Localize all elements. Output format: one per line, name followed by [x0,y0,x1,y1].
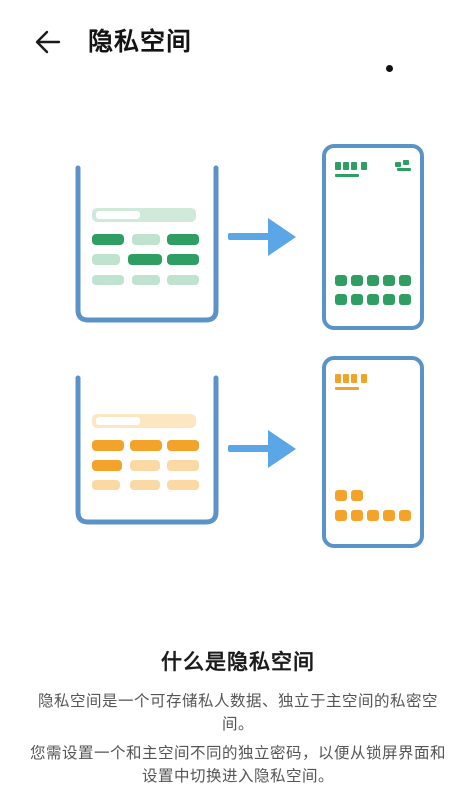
main-space-container [75,165,219,323]
arrow-right-icon [228,430,296,468]
description: 隐私空间是一个可存储私人数据、独立于主空间的私密空间。 您需设置一个和主空间不同… [24,690,452,788]
arrow-right-icon [228,218,296,256]
main-phone [322,144,424,330]
privacy-space-illustration [75,144,424,548]
back-button[interactable] [30,24,66,60]
description-paragraph-2: 您需设置一个和主空间不同的独立密码，以便从锁屏界面和设置中切换进入隐私空间。 [29,744,446,785]
app-header: 隐私空间 [0,0,476,80]
main-space-group [75,165,219,323]
section-heading: 什么是隐私空间 [161,650,315,674]
description-paragraph-1: 隐私空间是一个可存储私人数据、独立于主空间的私密空间。 [37,692,438,733]
private-phone [322,356,424,548]
page-title: 隐私空间 [88,27,193,56]
private-space-group [75,375,219,525]
private-space-container [75,375,219,525]
status-dot [386,65,393,72]
arrow-left-icon [35,30,61,54]
